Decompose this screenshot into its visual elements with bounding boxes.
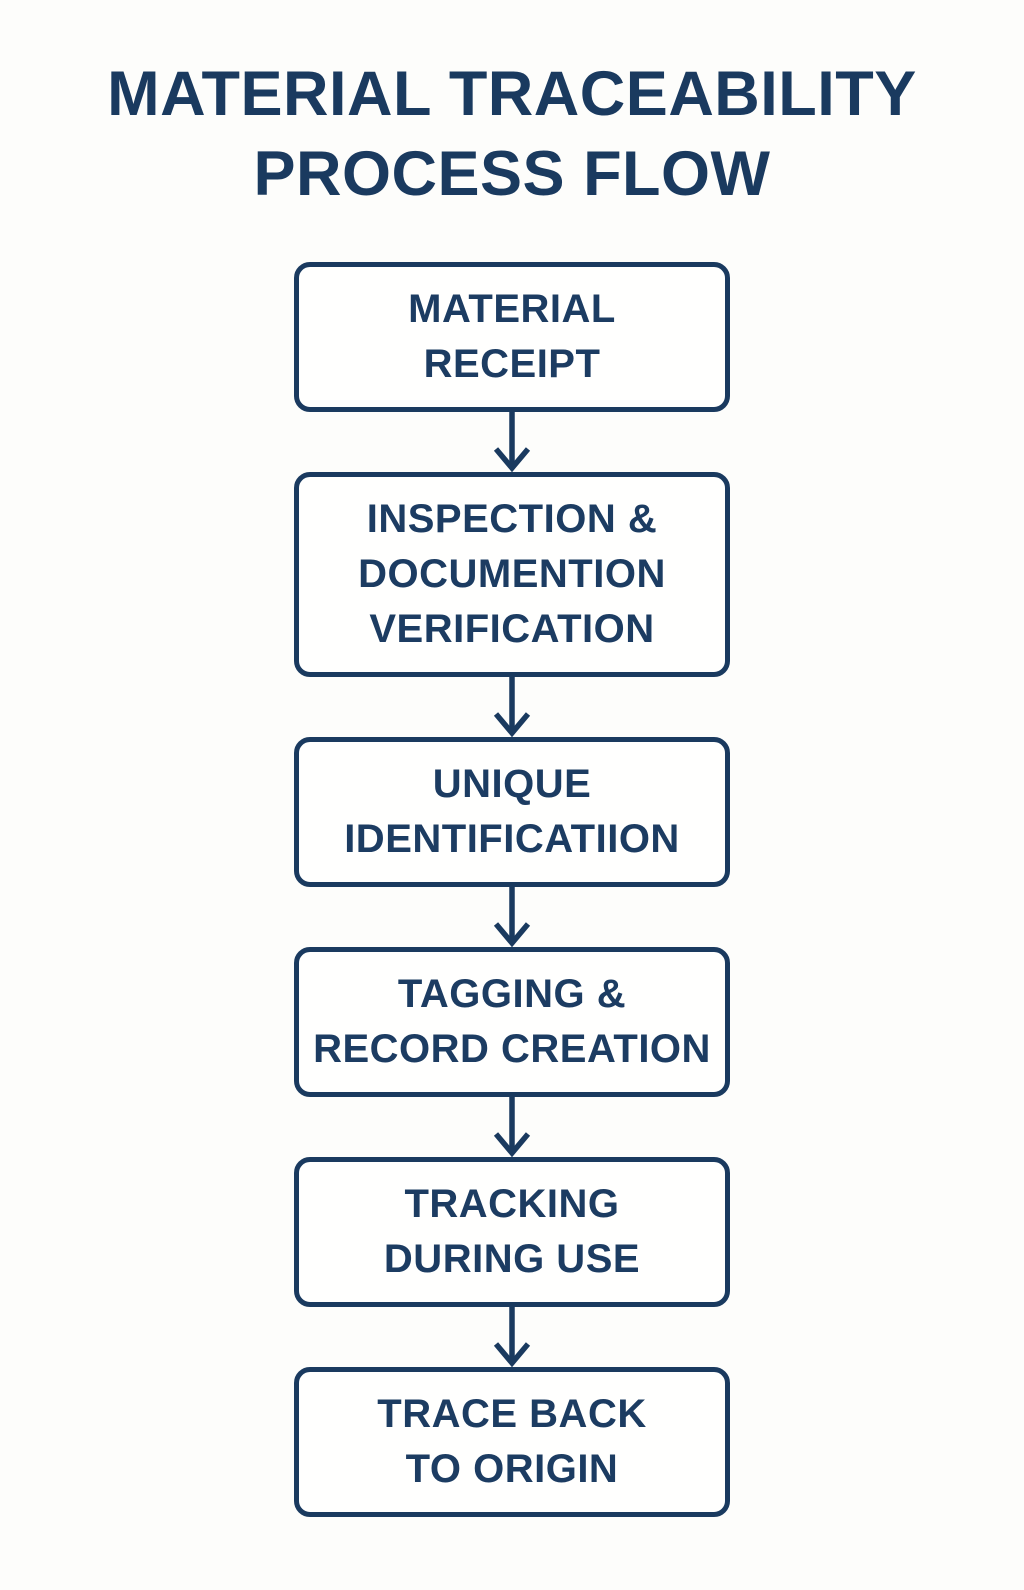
flow-step-unique-identification: UNIQUE IDENTIFICATIION: [294, 737, 730, 887]
arrow-down-icon: [0, 1307, 1024, 1367]
flow-step-label: UNIQUE IDENTIFICATIION: [344, 762, 680, 861]
process-flow-diagram: MATERIAL RECEIPT INSPECTION & DOCUMENTIO…: [0, 262, 1024, 1517]
page-title: MATERIAL TRACEABILITY PROCESS FLOW: [107, 59, 917, 209]
flow-step-tagging-record-creation: TAGGING & RECORD CREATION: [294, 947, 730, 1097]
flow-step-label: MATERIAL RECEIPT: [408, 287, 616, 386]
flow-step-tracking-during-use: TRACKING DURING USE: [294, 1157, 730, 1307]
arrow-down-icon: [0, 677, 1024, 737]
flow-step-label: INSPECTION & DOCUMENTION VERIFICATION: [358, 497, 666, 651]
flow-step-label: TRACKING DURING USE: [383, 1182, 641, 1281]
flow-step-label: TRACE BACK TO ORIGIN: [377, 1392, 647, 1491]
flow-step-inspection-documentation-verification: INSPECTION & DOCUMENTION VERIFICATION: [294, 472, 730, 677]
flow-step-label: TAGGING & RECORD CREATION: [313, 972, 711, 1071]
flow-step-trace-back-to-origin: TRACE BACK TO ORIGIN: [294, 1367, 730, 1517]
flow-step-material-receipt: MATERIAL RECEIPT: [294, 262, 730, 412]
arrow-down-icon: [0, 412, 1024, 472]
arrow-down-icon: [0, 887, 1024, 947]
arrow-down-icon: [0, 1097, 1024, 1157]
